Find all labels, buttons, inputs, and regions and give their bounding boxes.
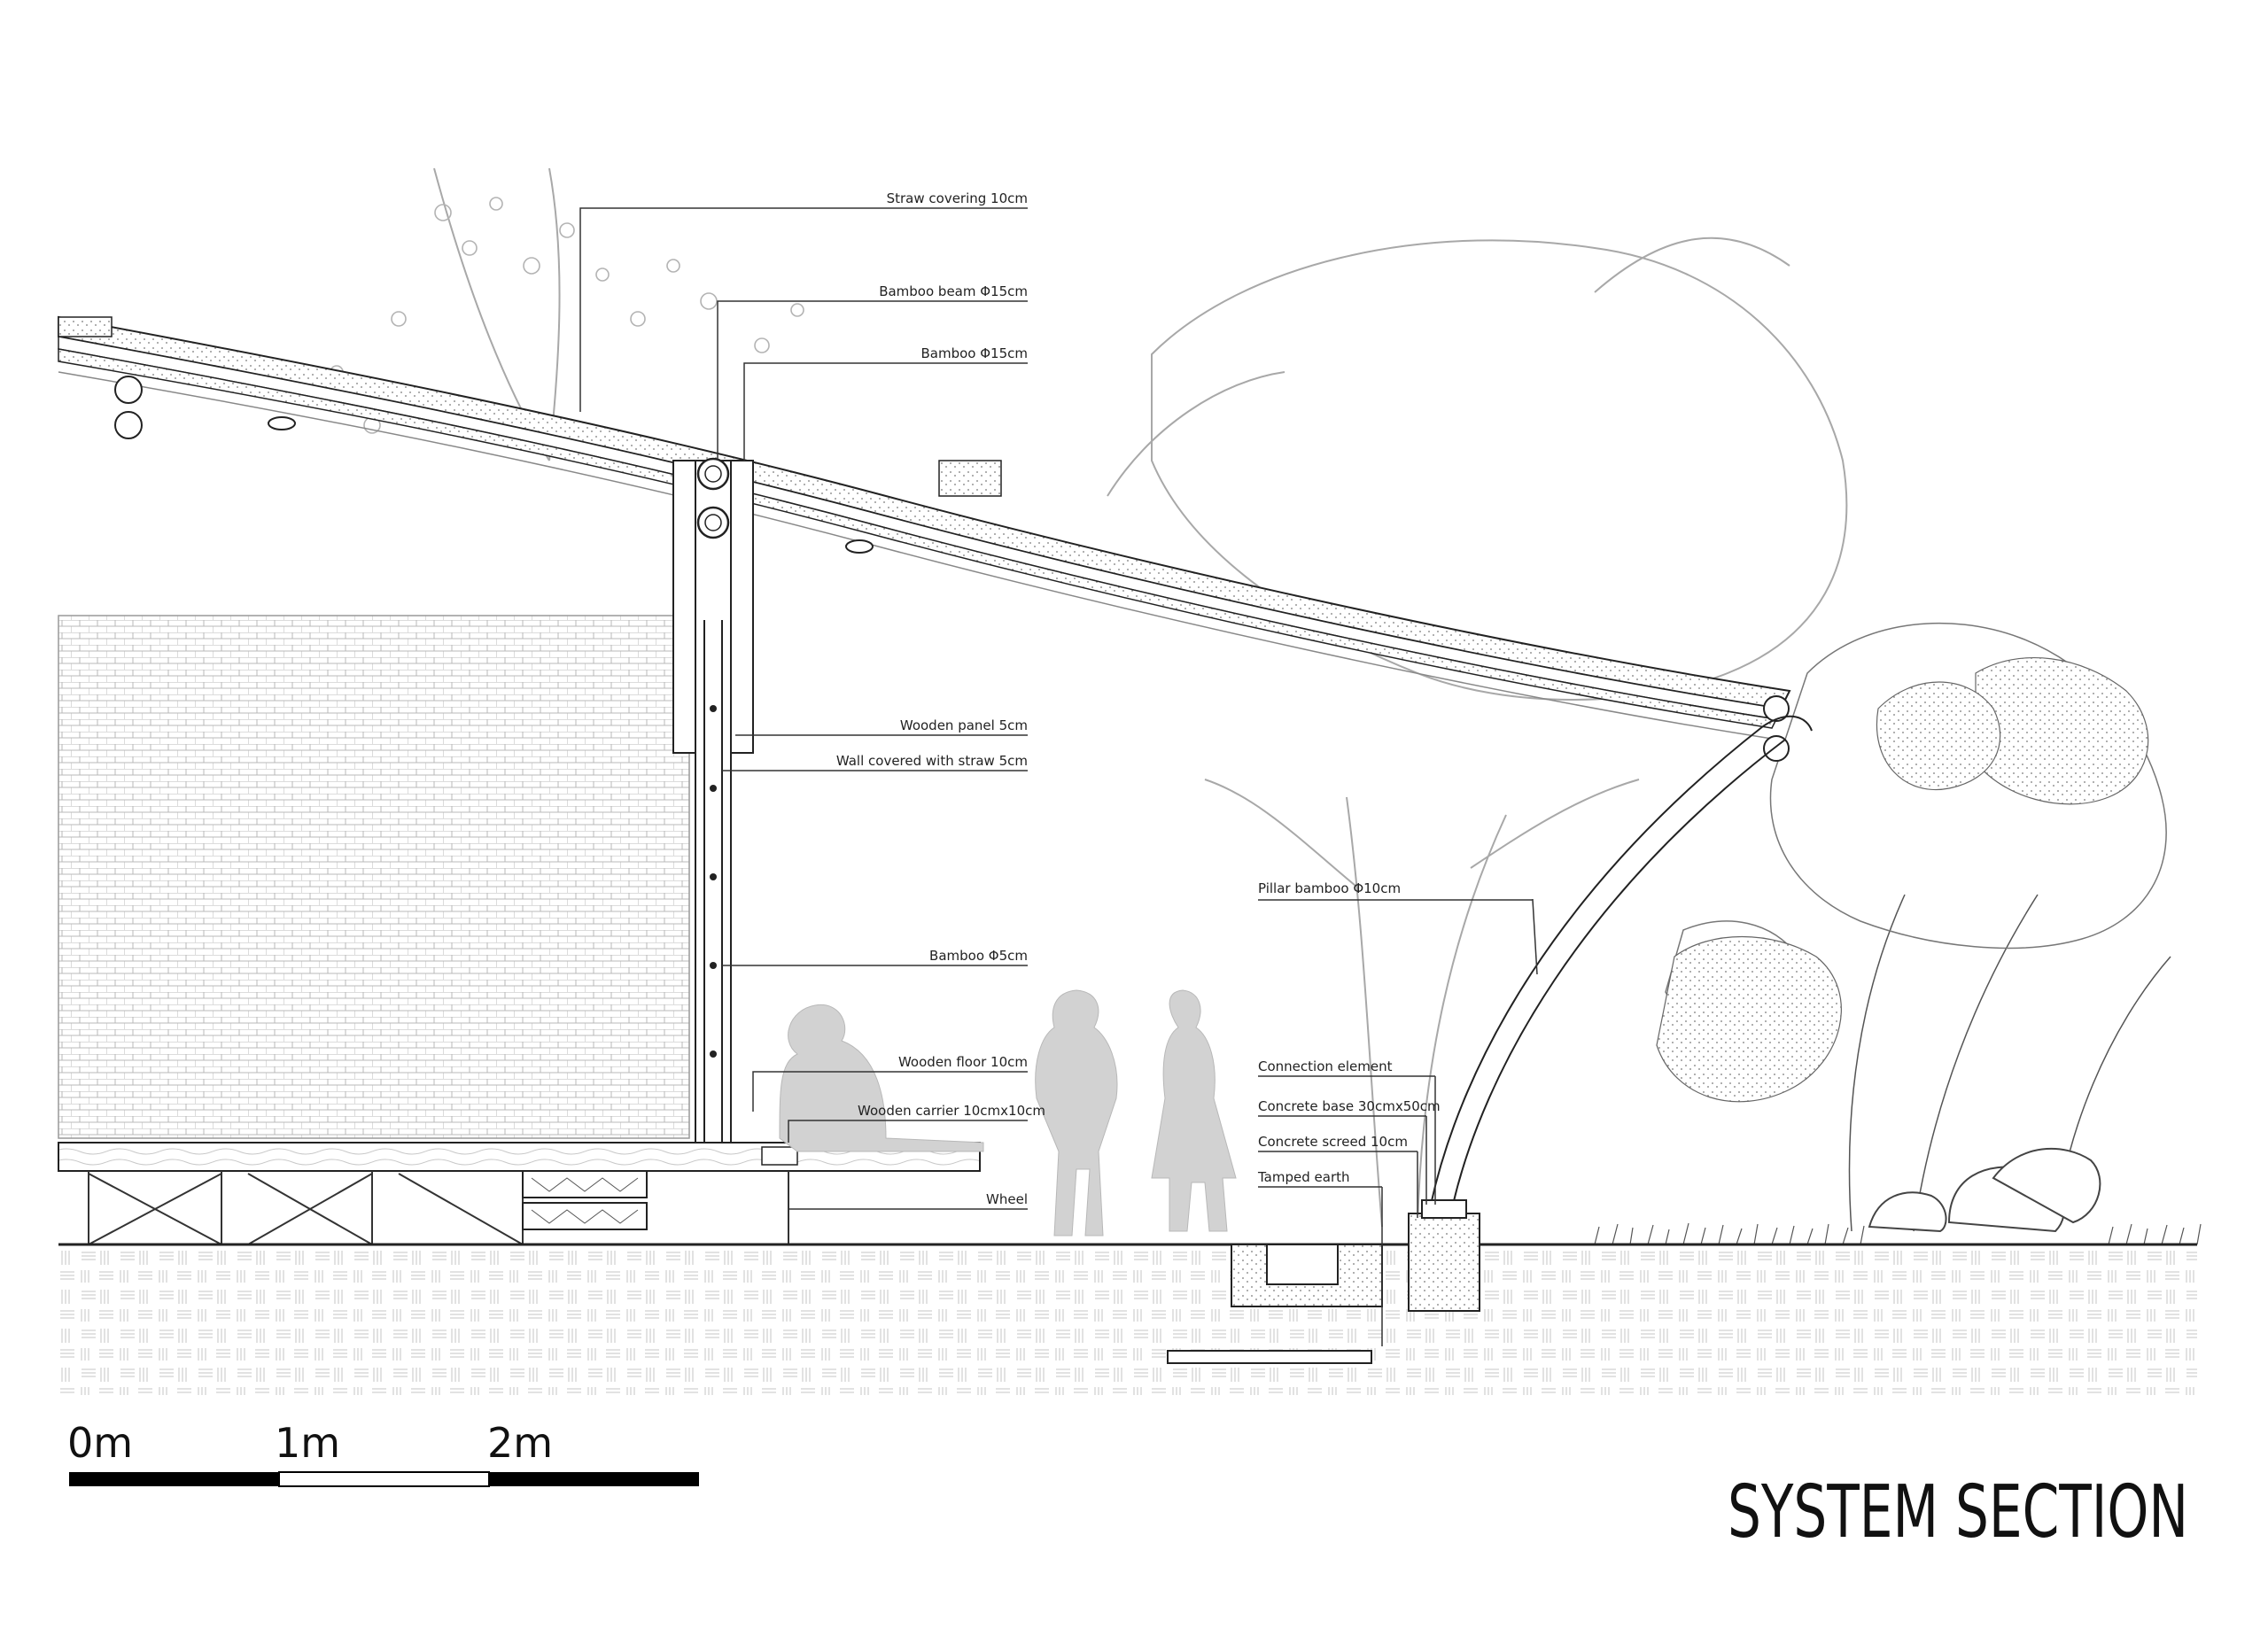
scale-bar: 0m 1m 2m	[67, 1419, 699, 1487]
callout-wooden-panel: Wooden panel 5cm	[900, 717, 1028, 733]
callout-leaders	[579, 207, 1538, 1346]
scale-label-2m: 2m	[487, 1419, 553, 1467]
callout-bamboo-beam: Bamboo beam Φ15cm	[879, 283, 1028, 299]
ground-hatch	[58, 1244, 2197, 1395]
scale-segment-white	[278, 1471, 490, 1487]
callout-wheel: Wheel	[986, 1191, 1028, 1207]
callout-concrete-base: Concrete base 30cmx50cm	[1258, 1098, 1441, 1114]
callout-wooden-floor: Wooden floor 10cm	[898, 1054, 1028, 1070]
callout-bamboo-5: Bamboo Φ5cm	[929, 948, 1028, 964]
callout-connection-element: Connection element	[1258, 1058, 1393, 1074]
rocks	[1868, 1147, 2101, 1233]
callout-wall-straw: Wall covered with straw 5cm	[836, 753, 1028, 769]
callout-bamboo-15: Bamboo Φ15cm	[921, 345, 1029, 361]
foundation	[1167, 1199, 1480, 1364]
scale-label-1m: 1m	[275, 1419, 340, 1467]
straw-wall-block	[58, 615, 690, 1139]
right-shrubs	[1656, 657, 2149, 1103]
bamboo-purlins	[114, 376, 1790, 762]
callout-concrete-screed: Concrete screed 10cm	[1258, 1134, 1408, 1150]
callout-tamped-earth: Tamped earth	[1257, 1169, 1350, 1185]
callout-pillar-bamboo: Pillar bamboo Φ10cm	[1258, 880, 1401, 896]
people-silhouettes	[779, 989, 1237, 1237]
callout-straw-covering: Straw covering 10cm	[887, 190, 1028, 206]
callout-labels: Straw covering 10cm Bamboo beam Φ15cm Ba…	[836, 190, 1441, 1207]
callout-wooden-carrier: Wooden carrier 10cmx10cm	[858, 1103, 1045, 1119]
floor-platform	[58, 1142, 981, 1245]
main-post	[672, 457, 754, 1143]
grass-line	[1594, 1222, 2202, 1245]
scale-segment-black-1	[69, 1472, 279, 1486]
scale-label-0m: 0m	[67, 1419, 133, 1467]
pillar-bamboo-curved	[1430, 715, 1813, 1205]
roof-section	[58, 315, 1791, 740]
scale-segment-black-2	[489, 1472, 699, 1486]
drawing-title: SYSTEM SECTION	[1728, 1470, 2188, 1554]
